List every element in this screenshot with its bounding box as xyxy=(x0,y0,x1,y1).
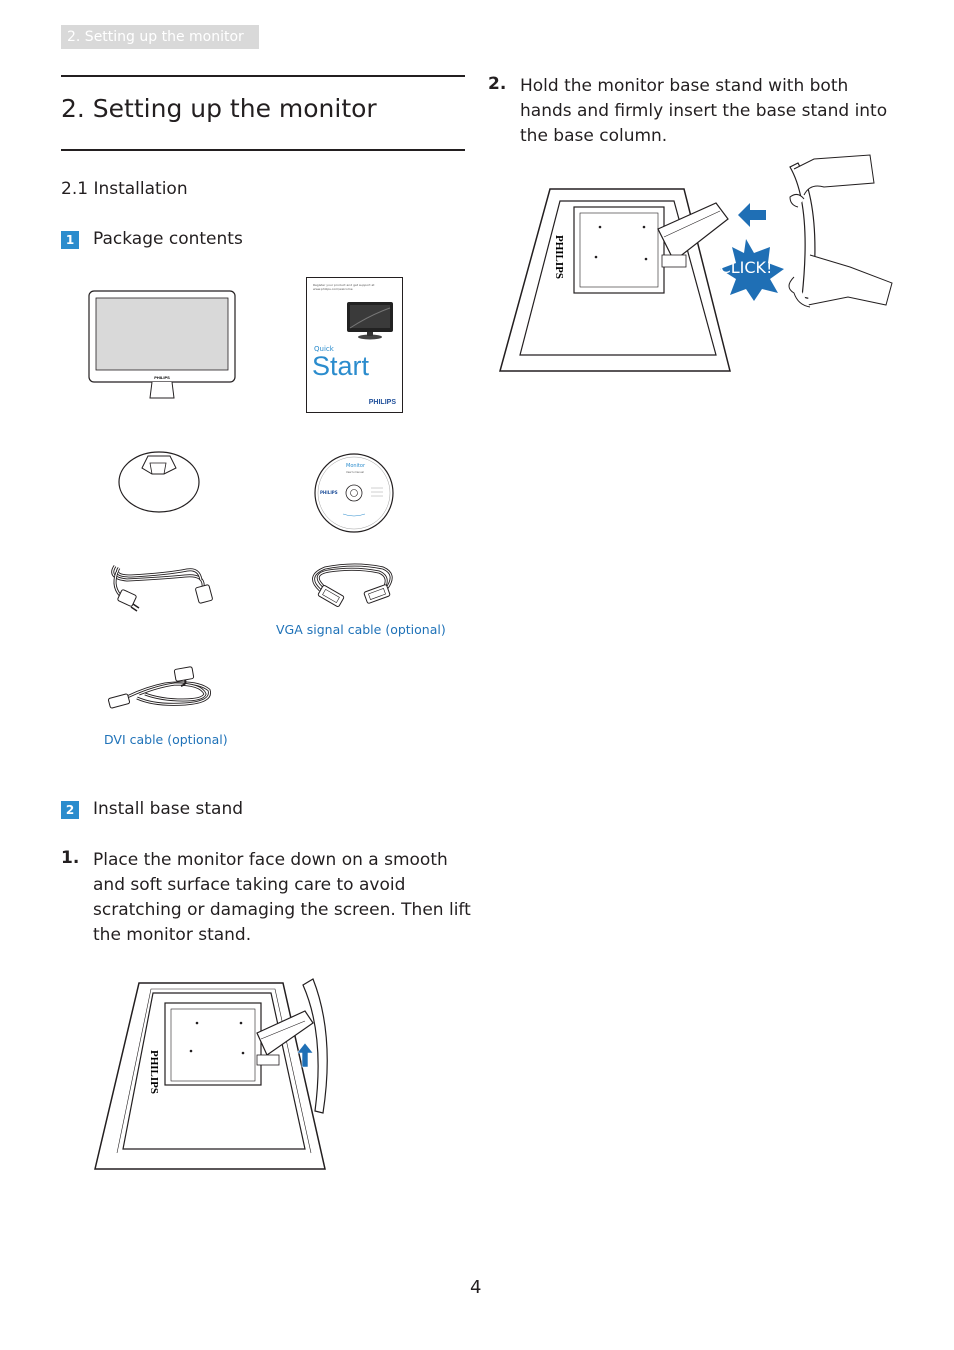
illustration-2-brand: PHILIPS xyxy=(553,235,565,279)
start-label: Start xyxy=(312,351,370,381)
left-arrow-icon xyxy=(738,203,766,227)
cd-illustration: Monitor User's manual PHILIPS xyxy=(314,453,394,533)
quick-label: Quick xyxy=(314,345,334,353)
cd-brand: PHILIPS xyxy=(320,490,338,495)
instruction-2-text: Hold the monitor base stand with both ha… xyxy=(520,76,888,146)
monitor-brand: PHILIPS xyxy=(154,375,170,380)
section-heading: 2.1 Installation xyxy=(61,179,188,199)
cd-sub-label: User's manual xyxy=(346,470,364,474)
quick-start-monitor-image xyxy=(347,302,393,340)
step-badge-1: 1 xyxy=(61,231,79,249)
power-cable-illustration xyxy=(111,565,213,612)
header-tab: 2. Setting up the monitor xyxy=(61,25,259,49)
step-title-install-base-stand: Install base stand xyxy=(93,799,244,819)
cd-label: Monitor xyxy=(346,463,366,469)
instruction-2-number: 2. xyxy=(488,74,507,94)
quick-start-guide: Register your product and get support at… xyxy=(306,277,403,413)
step-badge-2: 2 xyxy=(61,801,79,819)
quick-start-brand: PHILIPS xyxy=(368,399,396,406)
click-label: CLICK! xyxy=(720,258,773,277)
click-burst-icon xyxy=(720,239,784,301)
instruction-1-number: 1. xyxy=(61,848,80,868)
title-rule-bottom xyxy=(61,149,465,151)
quick-start-url: www.philips.com/welcome xyxy=(313,287,353,291)
page-title: 2. Setting up the monitor xyxy=(61,94,377,123)
up-arrow-icon xyxy=(296,1042,314,1068)
page-number: 4 xyxy=(470,1277,482,1298)
step-title-package-contents: Package contents xyxy=(93,229,243,249)
insert-base-illustration: PHILIPS CLICK! xyxy=(499,154,893,372)
lift-stand-illustration: PHILIPS xyxy=(94,978,328,1170)
base-stand-illustration xyxy=(118,451,200,513)
instruction-1-text: Place the monitor face down on a smooth … xyxy=(93,850,471,945)
vga-cable-caption: VGA signal cable (optional) xyxy=(276,622,446,637)
monitor-illustration: PHILIPS xyxy=(88,290,236,399)
title-rule-top xyxy=(61,75,465,77)
dvi-cable-caption: DVI cable (optional) xyxy=(104,732,228,747)
vga-cable-illustration xyxy=(312,563,393,607)
illustration-1-brand: PHILIPS xyxy=(148,1050,160,1094)
quick-start-top-text: Register your product and get support at xyxy=(313,283,375,287)
dvi-cable-illustration xyxy=(107,666,211,709)
